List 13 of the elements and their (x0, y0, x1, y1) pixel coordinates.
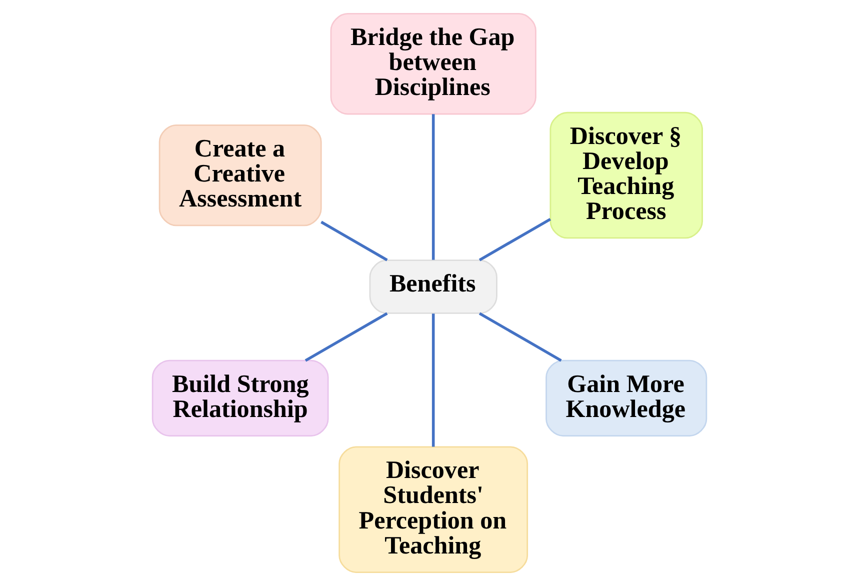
node-box: Benefits (369, 260, 498, 314)
connector (478, 218, 552, 262)
node-box: Gain More Knowledge (546, 360, 708, 436)
node-box: Create a Creative Assessment (158, 124, 322, 226)
node-box: Bridge the Gap between Disciplines (330, 13, 536, 115)
connector (432, 114, 435, 260)
connector (478, 312, 562, 362)
node-box: Discover Students' Perception on Teaching (338, 446, 528, 573)
node-box: Build Strong Relationship (152, 360, 329, 436)
connector (320, 220, 388, 262)
connector (432, 314, 435, 447)
connector (304, 312, 388, 362)
node-box: Discover § Develop Teaching Process (550, 112, 703, 239)
